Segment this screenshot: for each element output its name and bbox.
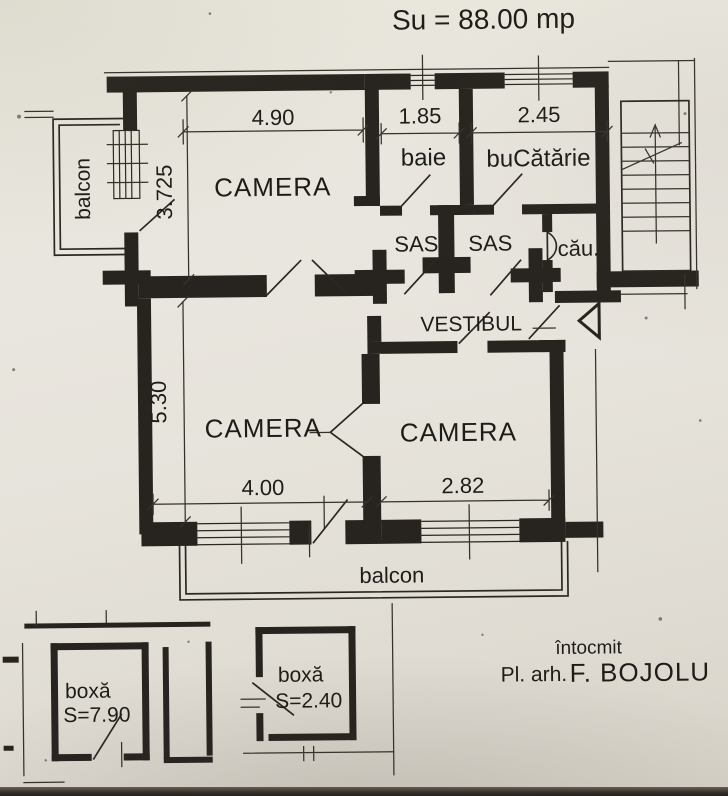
paper-specks [12, 12, 702, 762]
dim-camera-bottom-depth: 5.30 [146, 381, 171, 424]
room-label-sas-left: SAS [394, 231, 438, 256]
balconies [52, 117, 569, 601]
room-label-balcon-bottom: balcon [359, 562, 424, 588]
labels: Su = 88.00 mp 4.90 1.85 2.45 3.725 5.30 … [63, 3, 710, 727]
boxa-large-plan [2, 610, 213, 784]
dim-camera-top-width: 4.90 [251, 105, 294, 130]
room-label-camera-br: CAMERA [400, 416, 518, 447]
page-title: Su = 88.00 mp [392, 3, 575, 36]
room-label-bucatarie: buCătărie [486, 145, 590, 173]
dimension-lines [147, 89, 614, 528]
doors [139, 173, 601, 544]
signature-prepared-by: întocmit [554, 637, 622, 659]
outline-lines [24, 57, 698, 573]
dim-baie-width: 1.85 [398, 103, 441, 128]
room-label-balcon-left: balcon [71, 158, 95, 220]
stairwell [620, 99, 692, 273]
room-label-sas-right: SAS [468, 230, 512, 255]
label-boxa-small: boxă [278, 663, 324, 686]
walls [102, 71, 699, 547]
room-label-baie: baie [401, 144, 447, 171]
photo-bottom-edge [0, 787, 728, 796]
dim-camera-br-width: 2.82 [441, 473, 484, 498]
room-label-camera-bl: CAMERA [205, 412, 323, 443]
signature-role: Pl. arh. [501, 663, 568, 687]
signature-name: F. BOJOLU [569, 656, 710, 687]
label-boxa-small-area: S=2.40 [275, 689, 342, 713]
dim-camera-bl-width: 4.00 [241, 475, 284, 500]
room-label-vestibul: VESTIBUL [420, 312, 522, 336]
label-boxa-large: boxă [65, 680, 111, 703]
room-label-camera-top: CAMERA [214, 171, 332, 202]
label-boxa-large-area: S=7.90 [63, 703, 130, 727]
entry-door-icon [576, 300, 601, 341]
stair-up-arrow-icon [649, 123, 662, 138]
boxa-small-plan [240, 603, 395, 776]
windows [106, 54, 573, 564]
dim-bucatarie-width: 2.45 [517, 102, 560, 127]
room-label-camara: cău. [557, 236, 599, 261]
dim-camera-top-depth: 3.725 [152, 164, 178, 219]
